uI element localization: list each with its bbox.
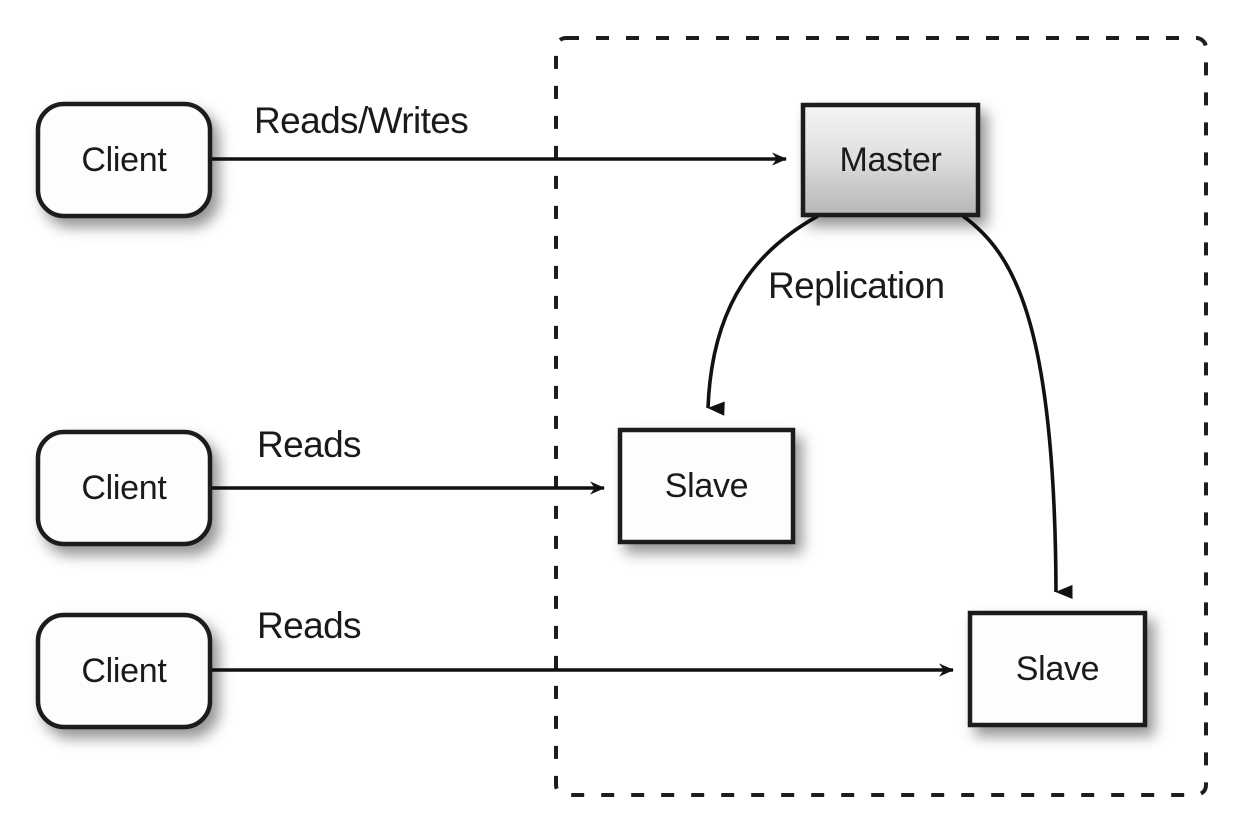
node-master[interactable] <box>800 102 981 218</box>
edge-master-to-slave2-replication <box>961 214 1073 600</box>
edge-label-replication: Replication <box>768 265 945 306</box>
node-client-1[interactable] <box>35 101 213 219</box>
edge-label-reads-writes: Reads/Writes <box>254 100 469 141</box>
edge-label-reads-slave-1: Reads <box>257 424 362 465</box>
node-slave-1[interactable] <box>617 427 796 545</box>
edge-master-to-slave1-replication <box>706 214 819 416</box>
edge-label-reads-slave-2: Reads <box>257 605 362 646</box>
node-client-3[interactable] <box>35 612 213 730</box>
node-client-2[interactable] <box>35 429 213 547</box>
node-slave-2[interactable] <box>967 610 1148 728</box>
database-cluster-boundary <box>554 36 1208 797</box>
